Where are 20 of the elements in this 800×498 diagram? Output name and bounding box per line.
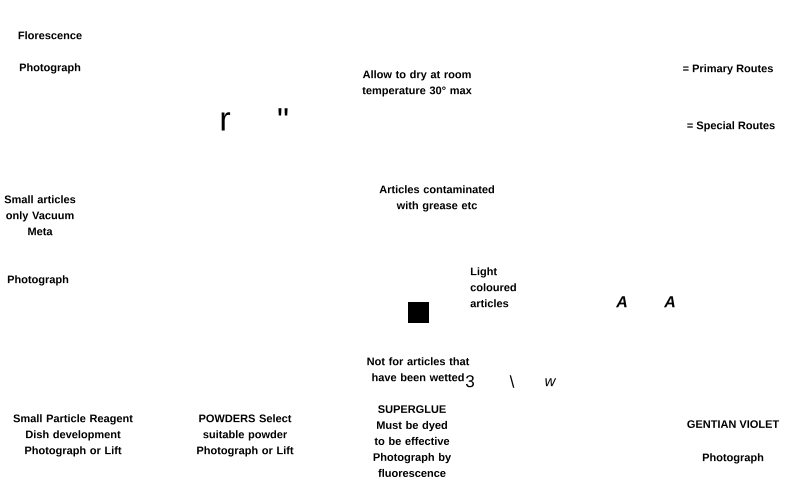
label-text: Articles contaminated with grease etc bbox=[380, 185, 494, 212]
label-text: Light coloured articles bbox=[470, 267, 516, 308]
label-text: Photograph bbox=[20, 63, 80, 74]
label-text: Photograph bbox=[8, 275, 68, 286]
label-text: Small Particle Reagent Dish development Photograph or Lift bbox=[13, 414, 133, 456]
stray-glyph: A bbox=[616, 296, 627, 308]
label-text: Photograph bbox=[702, 453, 764, 464]
note-text: Allow to dry at room temperature 30° max bbox=[362, 70, 472, 96]
stray-glyph: " bbox=[278, 108, 288, 116]
stray-glyph: A bbox=[664, 296, 675, 308]
label-text: Small articles only Vacuum Meta bbox=[4, 195, 76, 236]
label-text: GENTIAN VIOLET bbox=[687, 420, 780, 428]
stray-glyph: w bbox=[545, 378, 556, 386]
label-text: SUPERGLUE Must be dyed to be effective Photograph by fluorescence bbox=[374, 405, 452, 477]
label-text: Florescence bbox=[18, 31, 82, 40]
stray-glyph: \ bbox=[510, 375, 514, 388]
stray-glyph: r bbox=[222, 112, 230, 130]
label-text: POWDERS Select suitable powder Photograph or Lift bbox=[197, 414, 294, 456]
legend-text: = Primary Routes bbox=[683, 64, 773, 74]
legend-text: = Special Routes bbox=[687, 121, 775, 132]
